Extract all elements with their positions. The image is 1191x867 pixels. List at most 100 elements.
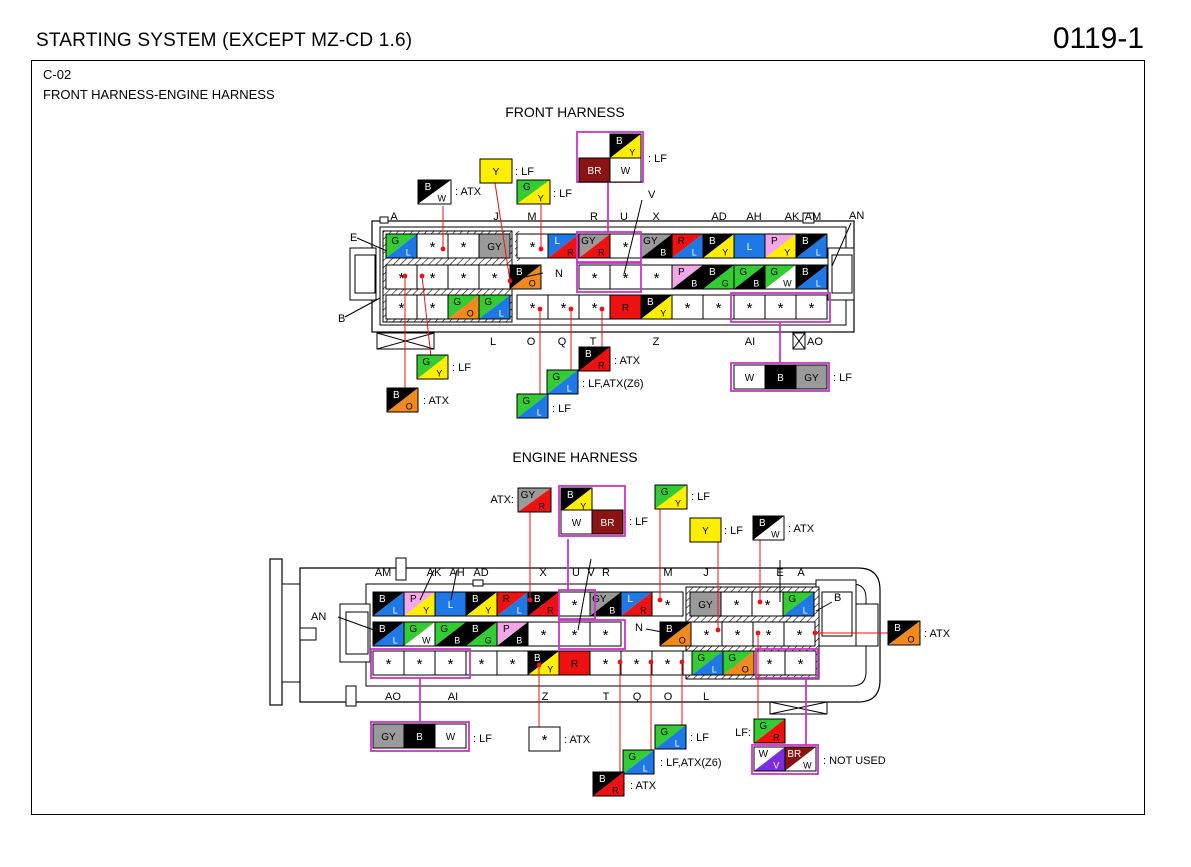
pin-dot <box>538 246 544 252</box>
cell-part <box>754 719 785 743</box>
engine-row1-cell: * <box>558 591 591 617</box>
cell-part <box>784 650 817 676</box>
front-row3-cell: * <box>578 294 611 320</box>
cell-part: BR <box>588 166 602 177</box>
front-row3-cell: R <box>609 294 642 320</box>
cell-part: P <box>503 624 510 635</box>
cell-part <box>434 723 467 749</box>
cell-part <box>373 592 404 616</box>
engine-row1-cell: BY <box>465 591 498 617</box>
engine-magenta-box <box>558 619 626 650</box>
pin-dot <box>755 630 761 636</box>
engine-column-label: Q <box>633 691 642 703</box>
engine-callout-swatch: * <box>528 726 561 752</box>
front-row1-cell: * <box>447 233 480 259</box>
cell-part: * <box>399 300 405 317</box>
engine-row1-cell: BR <box>527 591 560 617</box>
cell-part <box>558 650 591 676</box>
cell-part <box>641 295 672 319</box>
cell-part <box>610 134 641 158</box>
cell-part: B <box>393 390 400 401</box>
cell-part: W <box>803 761 812 771</box>
front-magenta-box <box>576 231 642 263</box>
front-callout-note: : LF <box>833 372 852 384</box>
cell-part: G <box>522 396 530 407</box>
cell-part: * <box>572 627 578 644</box>
cell-part <box>795 264 828 290</box>
cell-part: P <box>678 267 685 278</box>
engine-row1-cell: * <box>720 591 753 617</box>
cell-part: * <box>734 597 740 614</box>
leader-line <box>419 569 435 601</box>
cell-part: * <box>461 239 467 256</box>
cell-part: Y <box>702 526 709 537</box>
engine-magenta-box <box>558 589 596 620</box>
front-row1-cell: RL <box>671 233 704 259</box>
engine-key <box>299 627 317 641</box>
cell-part: * <box>541 627 547 644</box>
cell-part <box>692 651 723 675</box>
engine-row1-cell: * <box>651 591 684 617</box>
engine-row2-cell: * <box>558 621 591 647</box>
front-row3-cell: GL <box>478 294 511 320</box>
diagram-frame <box>31 60 1145 815</box>
engine-callout-magenta <box>370 721 470 752</box>
front-side-label: V <box>648 189 656 201</box>
cell-part: B <box>599 774 606 785</box>
cell-part: B <box>379 624 386 635</box>
engine-column-label: AI <box>448 691 458 703</box>
cell-part <box>592 771 625 797</box>
cell-part: G <box>484 297 492 308</box>
engine-row3-cell: * <box>465 650 498 676</box>
cell-part <box>702 294 735 320</box>
engine-tab <box>472 579 484 587</box>
cell-part: B <box>416 732 423 743</box>
cell-part <box>447 264 480 290</box>
front-column-label: A <box>390 211 398 223</box>
cell-part: B <box>802 267 809 278</box>
front-column-label: X <box>652 211 660 223</box>
cell-part: * <box>735 627 741 644</box>
cell-part <box>796 265 827 289</box>
front-row3-cell: GO <box>447 294 480 320</box>
leader-line <box>577 558 592 631</box>
front-side-label: B <box>338 313 345 325</box>
front-callout-swatch: W <box>609 157 642 183</box>
cell-part <box>723 651 754 675</box>
front-row1-cell: * <box>516 233 549 259</box>
cell-part: Y <box>660 309 666 319</box>
cell-part <box>703 234 734 258</box>
cell-part: B <box>777 373 784 384</box>
engine-row3-cell: GL <box>691 650 724 676</box>
cell-part: Y <box>629 148 635 158</box>
cell-part: L <box>712 665 717 675</box>
cell-part <box>783 621 816 647</box>
front-callout-swatch: GY <box>516 179 551 205</box>
engine-side-label: B <box>834 592 841 604</box>
cell-part: G <box>523 182 531 193</box>
front-right-clip-inner <box>831 254 853 294</box>
cell-part <box>623 750 654 774</box>
front-tab <box>379 216 389 224</box>
cell-part: O <box>406 402 413 412</box>
cell-part: R <box>640 606 647 616</box>
engine-callout-swatch: Y <box>689 517 722 543</box>
front-row2-cell: GW <box>764 264 797 290</box>
cell-part: O <box>679 636 686 646</box>
front-column-label: AH <box>746 211 761 223</box>
engine-callout-swatch: GR <box>753 718 786 744</box>
pin-dot <box>757 599 763 605</box>
leader-line <box>421 275 433 367</box>
pin-dot <box>657 597 663 603</box>
cell-part <box>516 393 549 419</box>
front-row3-cell: * <box>795 294 828 320</box>
front-side-label: N <box>555 268 563 280</box>
engine-row3-cell: * <box>784 650 817 676</box>
front-row3-cell: BY <box>640 294 673 320</box>
cell-part <box>528 726 561 752</box>
cell-part <box>404 592 435 616</box>
engine-row3-cell: * <box>589 650 622 676</box>
pin-dot <box>419 273 425 279</box>
cell-part <box>447 233 480 259</box>
